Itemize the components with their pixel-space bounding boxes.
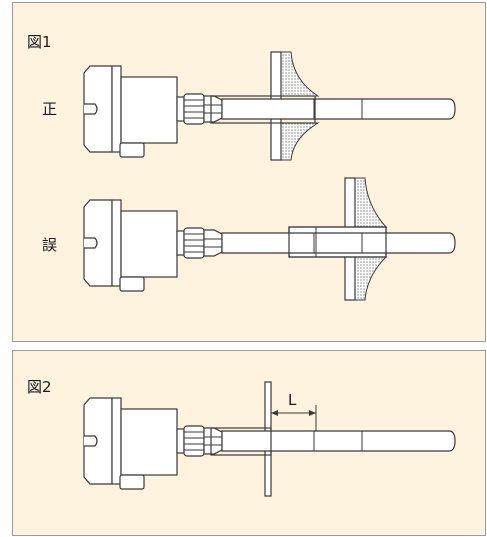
correct-label: 正 <box>42 100 58 118</box>
figure2-title: 図2 <box>27 378 52 396</box>
sensor-dimension <box>83 381 456 497</box>
figure1-title: 図1 <box>27 33 52 51</box>
wrong-label: 誤 <box>42 236 58 254</box>
sensor-wrong <box>83 177 456 301</box>
dimension-l-label: L <box>288 391 297 409</box>
sensor-correct <box>83 51 456 161</box>
